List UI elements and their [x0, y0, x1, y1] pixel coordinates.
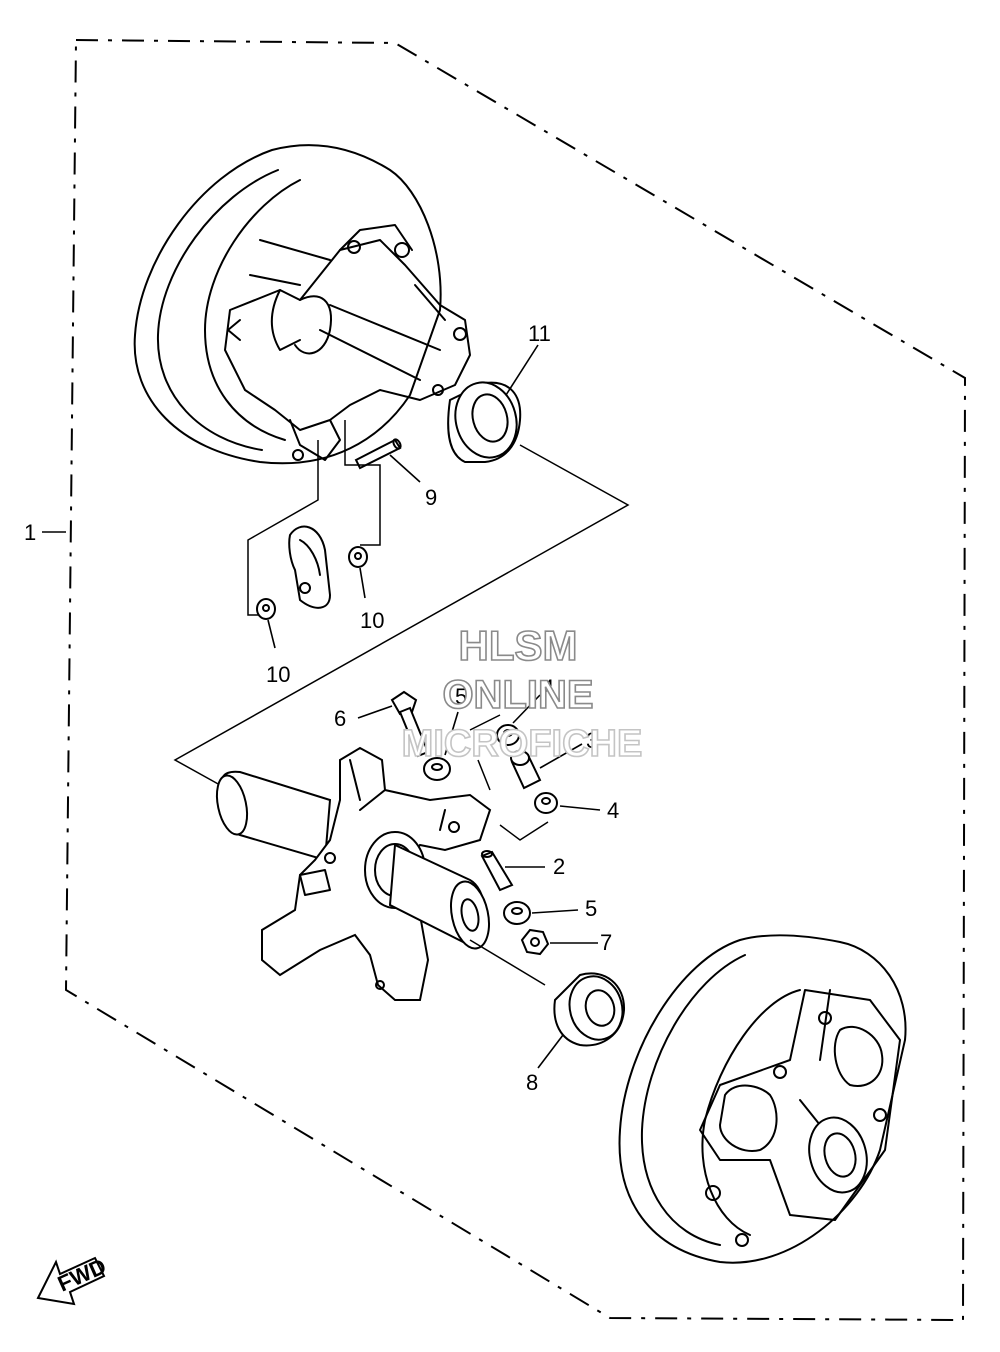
callout-6: 6 [334, 706, 346, 731]
callout-10-upper: 10 [360, 608, 384, 633]
callout-10-lower: 10 [266, 662, 290, 687]
pin-9 [354, 438, 402, 470]
movable-sheave [618, 934, 907, 1264]
callout-4-upper: 4 [542, 675, 554, 700]
washer-4a [496, 724, 520, 746]
spider-shaft [215, 746, 492, 1001]
washer-5a [423, 757, 451, 781]
watermark-line2: ONLINE [442, 673, 593, 717]
watermark-line3: MICROFICHE [402, 723, 643, 765]
bushing-11 [447, 381, 522, 463]
callout-9: 9 [425, 485, 437, 510]
bolt-6 [390, 690, 430, 758]
watermark-line1: HLSM [459, 622, 578, 669]
callout-3: 3 [586, 728, 598, 753]
fwd-arrow-icon: FWD [36, 1253, 110, 1306]
fwd-badge-text: FWD [54, 1253, 110, 1296]
callout-8: 8 [526, 1070, 538, 1095]
pin-2 [480, 850, 514, 892]
callout-4-lower: 4 [607, 798, 619, 823]
washer-10b [256, 598, 276, 620]
callout-7: 7 [600, 930, 612, 955]
watermark: HLSM ONLINE MICROFICHE [401, 621, 643, 766]
callout-5-lower: 5 [585, 896, 597, 921]
washer-4b [534, 792, 558, 814]
callout-11: 11 [528, 321, 551, 346]
callout-2: 2 [553, 854, 565, 879]
bushing-8 [553, 972, 626, 1047]
roller-3 [510, 750, 542, 790]
assembly-boundary [64, 38, 967, 1322]
cam-weight [288, 525, 332, 609]
callout-5-upper: 5 [455, 684, 467, 709]
exploded-axis [173, 444, 630, 786]
washer-5b [503, 901, 531, 925]
nut-7 [520, 928, 550, 956]
fixed-sheave-housing [133, 144, 471, 465]
callout-1: 1 [24, 520, 36, 545]
washer-10a [348, 546, 368, 568]
